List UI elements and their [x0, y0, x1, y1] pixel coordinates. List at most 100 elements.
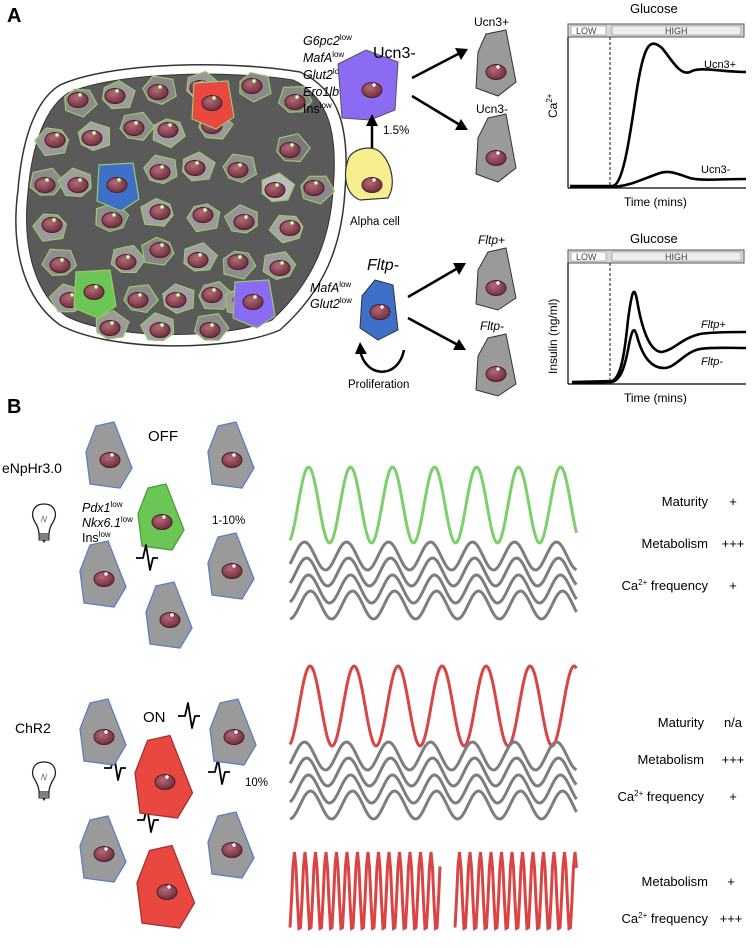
arrow-to-ucn3-minus: [411, 94, 461, 127]
cell-nucleus: [149, 163, 171, 181]
cell-nucleus: [149, 241, 171, 259]
gray-trace: [288, 556, 578, 588]
proliferation-arrow: [358, 349, 406, 373]
cell-nucleus: [147, 83, 169, 101]
cell-nucleus: [93, 571, 115, 587]
cell-nucleus: [223, 729, 245, 745]
cell-nucleus: [67, 176, 89, 194]
marker-nkx61: Nkx6.1low: [82, 515, 133, 530]
cell-nucleus: [81, 129, 103, 147]
gray-trace: [288, 773, 578, 805]
cell-nucleus: [199, 321, 221, 339]
insulin-high-label: HIGH: [665, 252, 688, 262]
action-potential-icon: [135, 544, 159, 571]
cell-nucleus: [99, 452, 121, 468]
cell-nucleus: [233, 213, 255, 231]
phenotype-label: Maturity: [658, 715, 705, 730]
phenotype-label: Metabolism: [642, 536, 708, 551]
lightbulb-off-icon: [32, 503, 56, 544]
enphr-label: eNpHr3.0: [2, 460, 62, 476]
phenotype-value: +++: [720, 911, 743, 926]
cell-nucleus: [106, 176, 128, 194]
arrow-to-ucn3-plus: [411, 51, 461, 80]
calcium-x-label: Time (mins): [624, 195, 687, 209]
panel-a-letter: A: [7, 5, 21, 27]
enphr-state-label: OFF: [148, 428, 178, 445]
marker-mafa: MafAlow: [303, 50, 344, 65]
enphr-percent: 1-10%: [212, 515, 245, 527]
cell-nucleus: [221, 842, 243, 858]
phenotype-value: +: [729, 789, 737, 804]
cell-nucleus: [156, 884, 178, 900]
cell-nucleus: [151, 514, 173, 530]
proliferation-label: Proliferation: [348, 379, 409, 391]
insulin-series-fltp-minus: Fltp-: [701, 356, 723, 368]
calcium-series-ucn3-minus: Ucn3-: [701, 164, 731, 176]
cell-nucleus: [34, 176, 56, 194]
enphr-calcium-traces: [288, 465, 578, 621]
cell-nucleus: [159, 612, 181, 628]
calcium-graph: Glucose LOW HIGH Ucn3+ Ucn3- Ca2+ Time (…: [545, 1, 747, 209]
marker-ins: Inslow: [82, 530, 111, 545]
calcium-low-label: LOW: [576, 26, 597, 36]
cell-nucleus: [154, 774, 176, 790]
fast-red-trace: [288, 851, 442, 931]
chr2-state-label: ON: [143, 709, 166, 726]
cell-nucleus: [221, 563, 243, 579]
cell-nucleus: [269, 259, 291, 277]
cell-nucleus: [241, 77, 263, 95]
phenotype-value: +: [729, 494, 737, 509]
insulin-y-label: Insulin (ng/ml): [546, 299, 560, 374]
calcium-high-label: HIGH: [665, 26, 688, 36]
cell-nucleus: [93, 846, 115, 862]
fltp-plus-label: Fltp+: [478, 233, 505, 247]
insulin-series-fltp-plus: Fltp+: [701, 319, 726, 331]
cell-nucleus: [67, 91, 89, 109]
phenotype-label: Metabolism: [638, 752, 704, 767]
ucn3-differentiation: G6pc2lowMafAlowGlut2lowEro1lblowInslow U…: [303, 15, 517, 228]
phenotype-label: Ca2+ frequency: [618, 789, 705, 804]
cell-nucleus: [104, 87, 126, 105]
gray-trace: [288, 540, 578, 572]
islet-illustration: [15, 64, 347, 347]
gray-trace: [288, 573, 578, 605]
fltp-plus-cell: [475, 247, 517, 311]
cell-nucleus: [184, 159, 206, 177]
calcium-y-label: Ca2+: [545, 93, 560, 118]
green-trace: [288, 465, 578, 545]
gray-trace: [289, 589, 578, 621]
phenotype-value: +: [729, 578, 737, 593]
panel-b-letter: B: [7, 396, 21, 418]
lightbulb-on-icon: [32, 761, 56, 802]
marker-mafa: MafAlow: [310, 280, 351, 295]
alpha-cell-label: Alpha cell: [350, 216, 400, 228]
ucn3-minus-trace: [570, 170, 747, 189]
ucn3-percent: 1.5%: [383, 125, 409, 137]
cell-nucleus: [227, 161, 249, 179]
ucn3-minus-outcome-cell: [475, 113, 517, 183]
phenotype-label: Ca2+ frequency: [622, 911, 709, 926]
ucn3-minus-label: Ucn3-: [373, 45, 416, 62]
phenotype-value: +++: [722, 752, 745, 767]
cell-nucleus: [44, 131, 66, 149]
fltp-minus-label: Fltp-: [367, 257, 399, 274]
arrow-to-fltp-minus: [407, 316, 459, 347]
phenotype-label: Metabolism: [642, 874, 708, 889]
cell-nucleus: [264, 181, 286, 199]
phenotype-value: n/a: [724, 715, 743, 730]
phenotype-label: Maturity: [662, 494, 709, 509]
cell-nucleus: [49, 256, 71, 274]
calcium-graph-title: Glucose: [630, 1, 678, 16]
arrow-to-fltp-plus: [407, 266, 459, 299]
cell-nucleus: [201, 286, 223, 304]
cell-nucleus: [187, 251, 209, 269]
ucn3-plus-label: Ucn3+: [474, 15, 509, 29]
red-trace: [288, 664, 578, 748]
cell-nucleus: [149, 203, 171, 221]
